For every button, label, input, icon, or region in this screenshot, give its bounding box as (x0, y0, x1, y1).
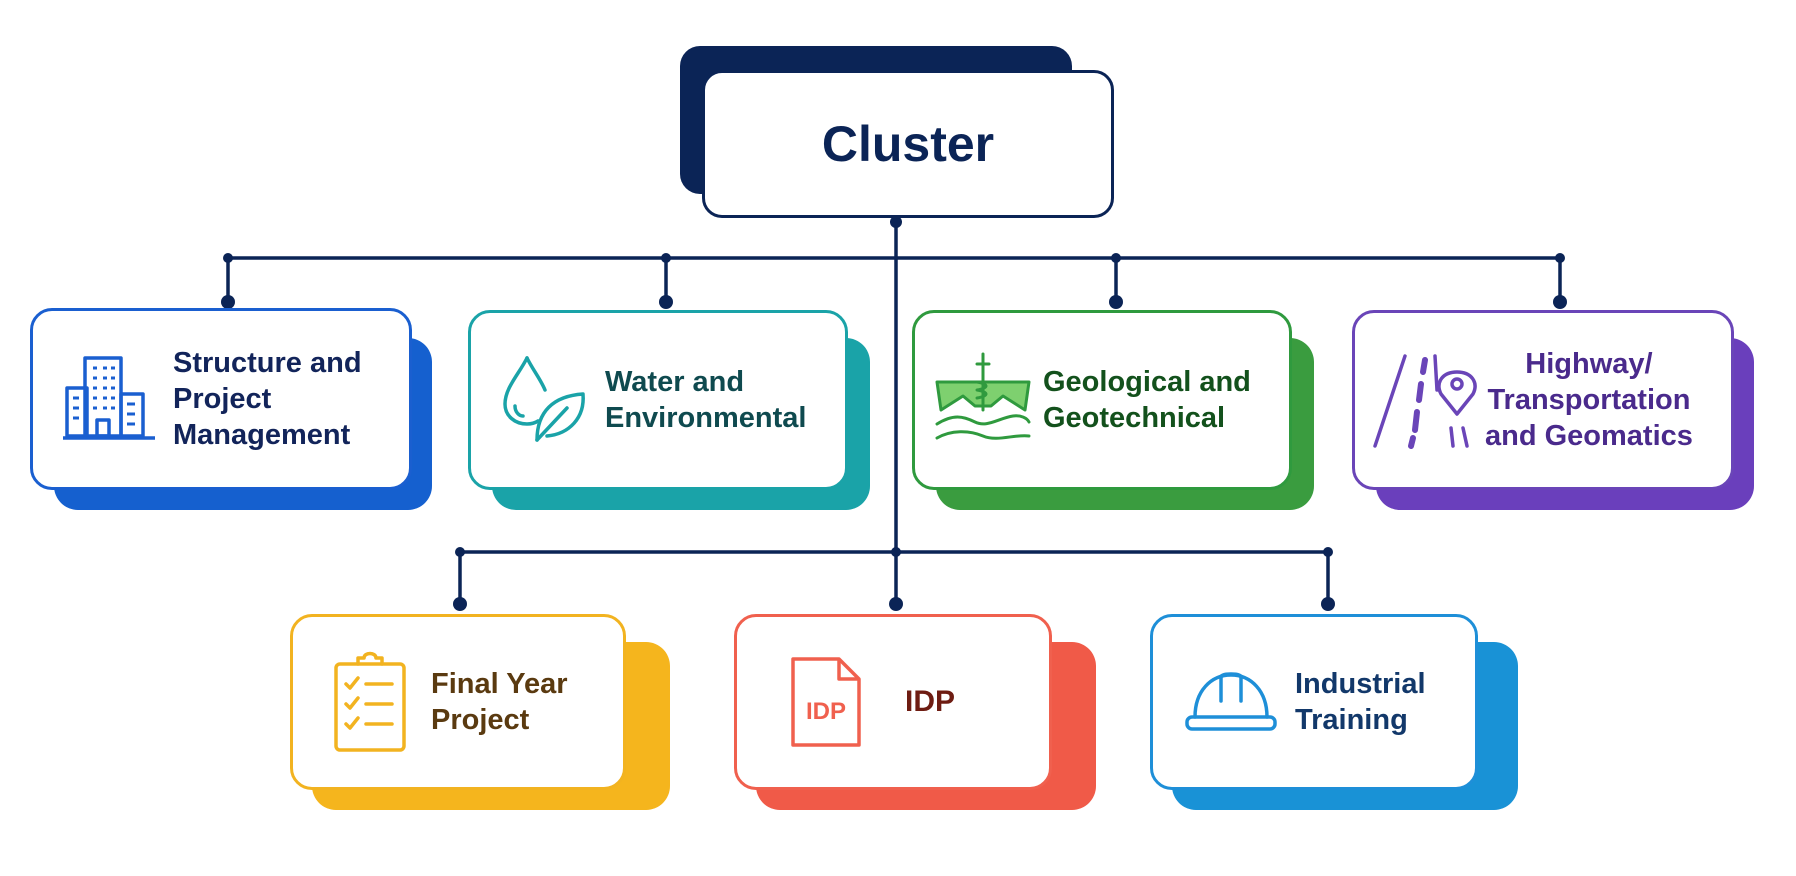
node-label: Water and Environmental (605, 365, 807, 434)
node-label: Final Year Project (431, 667, 568, 736)
junction-dot (1323, 547, 1333, 557)
junction-dot (1553, 295, 1567, 309)
node-label: IDP (905, 685, 956, 719)
junction-dot (1321, 597, 1335, 611)
junction-dot (223, 253, 233, 263)
junction-dot (659, 295, 673, 309)
node-box: IDP IDP (734, 614, 1052, 790)
drill-terrain-icon (923, 352, 1043, 448)
node-box: Geological and Geotechnical (912, 310, 1292, 490)
junction-dot (890, 216, 902, 228)
junction-dot (889, 597, 903, 611)
node-box: Water and Environmental (468, 310, 848, 490)
node-box: Industrial Training (1150, 614, 1478, 790)
building-icon (49, 354, 173, 444)
junction-dot (661, 253, 671, 263)
node-box: Structure and Project Management (30, 308, 412, 490)
hard-hat-icon (1173, 667, 1289, 737)
idp-icon-text: IDP (806, 698, 846, 725)
water-leaf-icon (485, 352, 605, 448)
junction-dot (221, 295, 235, 309)
node-box: Final Year Project (290, 614, 626, 790)
idp-document-icon: IDP (767, 655, 885, 749)
node-label: Geological and Geotechnical (1043, 365, 1251, 434)
root-node-box: Cluster (702, 70, 1114, 218)
clipboard-checklist-icon (315, 650, 425, 754)
junction-dot (1555, 253, 1565, 263)
junction-dot (453, 597, 467, 611)
junction-dot (455, 547, 465, 557)
node-label: Industrial Training (1295, 667, 1426, 736)
root-label: Cluster (821, 115, 995, 172)
junction-dot (1111, 253, 1121, 263)
node-label: Highway/ Transportation and Geomatics (1485, 347, 1693, 453)
node-box: Highway/ Transportation and Geomatics (1352, 310, 1734, 490)
node-label: Structure and Project Management (173, 346, 362, 452)
road-pin-icon (1367, 350, 1485, 450)
junction-dot (891, 547, 901, 557)
junction-dot (1109, 295, 1123, 309)
